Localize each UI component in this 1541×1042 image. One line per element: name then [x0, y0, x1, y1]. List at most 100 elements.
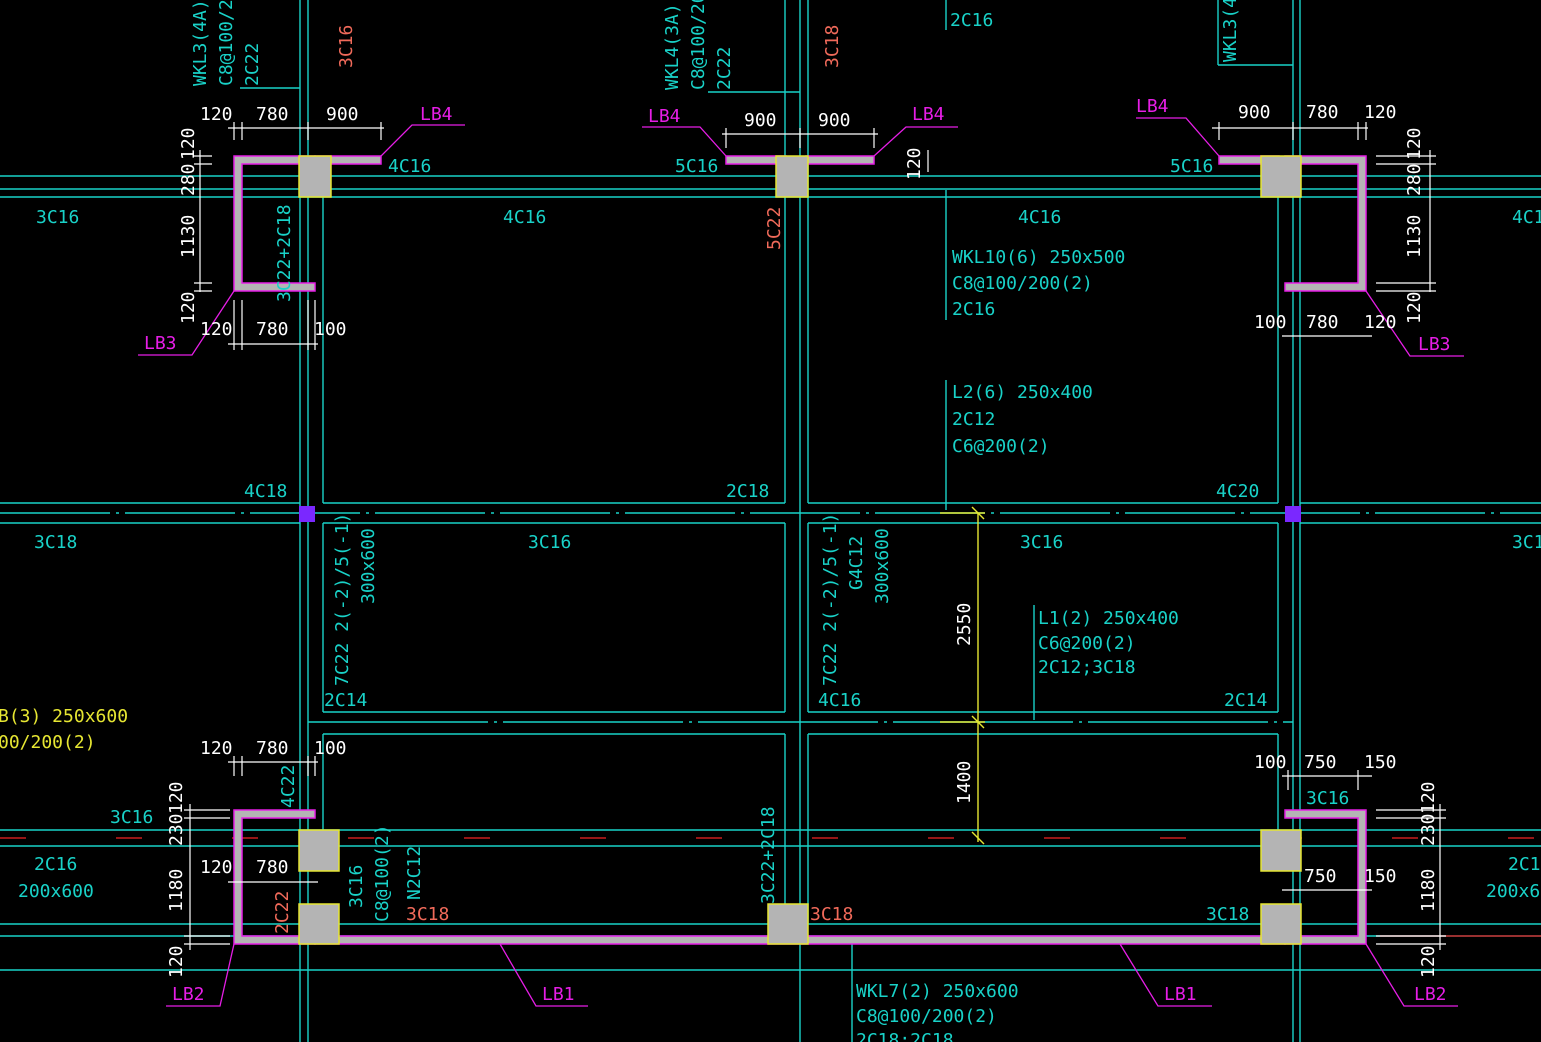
col-3c16: 3C16 [336, 25, 357, 68]
l1-title: L1(2) 250x400 [1038, 608, 1179, 629]
bar-3c16-mid: 3C16 [528, 532, 571, 553]
cyan-labels: WKL3(4A) C8@100/200 2C22 WKL4(3A) C8@100… [18, 0, 1541, 1042]
bar-4c18: 4C18 [244, 481, 287, 502]
dim-1180-b: 1180 [1418, 869, 1439, 912]
kl-left-bottom: 7C22 2(-2)/5(-1) [332, 513, 353, 686]
lb-side-3c16: 3C16 [346, 865, 367, 908]
lb1-a: LB1 [542, 984, 575, 1005]
wkl7-stirrup: C8@100/200(2) [856, 1006, 997, 1027]
dim-100-d: 100 [1254, 752, 1287, 773]
wkl10-stirrup: C8@100/200(2) [952, 273, 1093, 294]
dim-780-a: 780 [256, 104, 289, 125]
lb4-d: LB4 [1136, 96, 1169, 117]
top-center-2c16: 2C16 [950, 10, 993, 31]
dim-120-h: 120 [1404, 291, 1425, 324]
dim-780-d: 780 [1306, 312, 1339, 333]
wkl3-4a-right: WKL3(4A [1220, 0, 1241, 62]
dim-120-d: 120 [200, 319, 233, 340]
col-3c22-2c18-low: 3C22+2C18 [758, 806, 779, 904]
dim-100-a: 100 [314, 319, 347, 340]
col-3c22-2c18: 3C22+2C18 [274, 204, 295, 302]
bar-3c18-low: 3C18 [1206, 904, 1249, 925]
dim-100-b: 100 [1254, 312, 1287, 333]
lb-side-n2c12: N2C12 [404, 846, 425, 900]
grid-nodes [299, 506, 1301, 522]
dim-1130-b: 1130 [1404, 215, 1425, 258]
beam-left-stirrup: 00/200(2) [0, 732, 96, 753]
dim-120-k: 120 [166, 781, 187, 814]
wkl4-3a-stirrup: C8@100/200 [688, 0, 709, 90]
dimension-lines [184, 122, 1446, 950]
dim-280-b: 280 [1404, 163, 1425, 196]
wkl3-4a-stirrup: C8@100/200 [216, 0, 237, 86]
dim-750-b: 750 [1304, 866, 1337, 887]
bar-3c18-left: 3C18 [34, 532, 77, 553]
dim-1130-a: 1130 [178, 215, 199, 258]
wkl3-4a-top: 2C22 [242, 43, 263, 86]
dim-120-e: 120 [904, 147, 925, 180]
l2-title: L2(6) 250x400 [952, 382, 1093, 403]
dim-120-b: 120 [178, 127, 199, 160]
wkl7-title: WKL7(2) 250x600 [856, 981, 1019, 1002]
wkl10-top: 2C16 [952, 299, 995, 320]
lb4-c: LB4 [912, 104, 945, 125]
bar-3c16-left: 3C16 [36, 207, 79, 228]
bar-4c16-d: 4C16 [818, 690, 861, 711]
bar-3c18-b: 3C18 [810, 904, 853, 925]
lb3-b: LB3 [1418, 334, 1451, 355]
wkl10-title: WKL10(6) 250x500 [952, 247, 1125, 268]
dim-750-a: 750 [1304, 752, 1337, 773]
bar-4c20: 4C20 [1216, 481, 1259, 502]
kl-right-bottom: 7C22 2(-2)/5(-1) [820, 513, 841, 686]
bar-2c16-left: 2C16 [34, 854, 77, 875]
bar-4c16-edge: 4C16 [1512, 207, 1541, 228]
bar-5c16-b: 5C16 [1170, 156, 1213, 177]
dim-150-b: 150 [1364, 866, 1397, 887]
col-5c22: 5C22 [764, 207, 785, 250]
dim-120-m: 120 [166, 945, 187, 978]
dim-120-n: 120 [1418, 781, 1439, 814]
lb2-b: LB2 [1414, 984, 1447, 1005]
l2-top: 2C12 [952, 409, 995, 430]
dim-120-o: 120 [1418, 945, 1439, 978]
wkl3-4a-title: WKL3(4A) [190, 0, 211, 86]
dim-900-d: 900 [1238, 102, 1271, 123]
l1-bars: 2C12;3C18 [1038, 657, 1136, 678]
bar-3c1-edge: 3C1 [1512, 532, 1541, 553]
salmon-labels: 3C16 3C18 5C22 3C18 3C18 2C22 [272, 25, 853, 934]
bar-4c16-a: 4C16 [388, 156, 431, 177]
bar-2c14-a: 2C14 [324, 690, 367, 711]
bar-5c16-a: 5C16 [675, 156, 718, 177]
dim-900-a: 900 [326, 104, 359, 125]
bar-3c16-right: 3C16 [1020, 532, 1063, 553]
l1-stirrup: C6@200(2) [1038, 633, 1136, 654]
lintel-leaders [138, 117, 1464, 1007]
col-3c18: 3C18 [822, 25, 843, 68]
dimension-labels: 120 780 900 120 280 1130 120 120 780 100… [166, 102, 1439, 978]
dim-100-c: 100 [314, 738, 347, 759]
dim-150-a: 150 [1364, 752, 1397, 773]
lb4-a: LB4 [420, 104, 453, 125]
dim-120-f: 120 [1364, 102, 1397, 123]
lb-stirrup: C8@100(2) [372, 824, 393, 922]
dim-120-g: 120 [1404, 127, 1425, 160]
dim-2550: 2550 [954, 603, 975, 646]
dim-280-a: 280 [178, 163, 199, 196]
dim-1400: 1400 [954, 761, 975, 804]
dim-780-f: 780 [256, 857, 289, 878]
size-200x600-left: 200x600 [18, 881, 94, 902]
bar-2c16-right: 2C16 [1508, 854, 1541, 875]
dim-120-l: 120 [200, 857, 233, 878]
col-2c22: 2C22 [272, 891, 293, 934]
dim-230-a: 230 [166, 813, 187, 846]
wkl4-3a-title: WKL4(3A) [662, 3, 683, 90]
lintel-labels: LB4 LB4 LB4 LB4 LB3 LB3 LB2 LB1 LB1 LB2 [144, 96, 1451, 1005]
dim-780-b: 780 [256, 319, 289, 340]
bar-4c16-c: 4C16 [1018, 207, 1061, 228]
wkl4-3a-top: 2C22 [714, 47, 735, 90]
bar-2c14-b: 2C14 [1224, 690, 1267, 711]
lb4-b: LB4 [648, 106, 681, 127]
lb3-a: LB3 [144, 333, 177, 354]
dim-780-e: 780 [256, 738, 289, 759]
